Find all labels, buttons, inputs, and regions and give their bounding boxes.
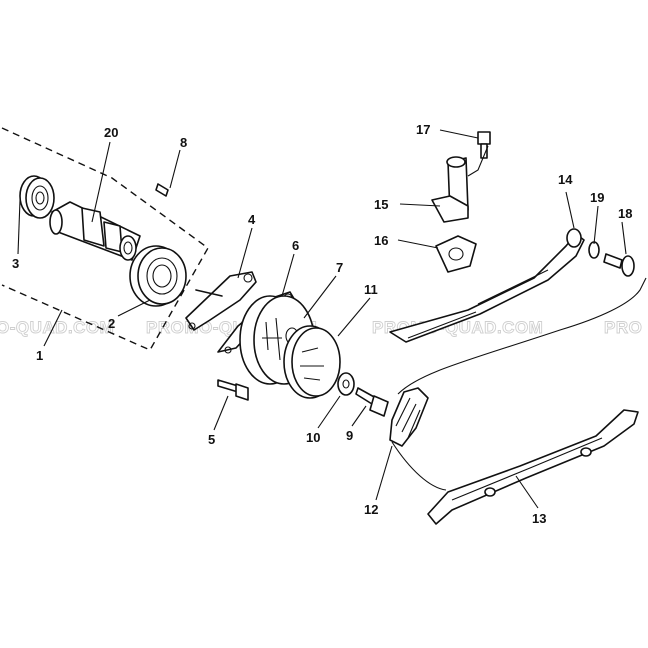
- part-15-tensioner: [431, 145, 489, 223]
- callout-15: 15: [374, 197, 388, 212]
- callout-19: 19: [590, 190, 604, 205]
- part-9-bolt: [355, 387, 389, 417]
- part-4-plate: [185, 271, 257, 331]
- callout-2: 2: [108, 316, 115, 331]
- callout-16: 16: [374, 233, 388, 248]
- callout-9: 9: [346, 428, 353, 443]
- callout-1: 1: [36, 348, 43, 363]
- callout-11: 11: [364, 282, 378, 297]
- part-16-gasket: [435, 235, 477, 273]
- watermark-4: PRO: [604, 318, 642, 337]
- part-19-o-ring: [588, 241, 600, 259]
- part-8-dowel-pin: [155, 183, 169, 197]
- callout-5: 5: [208, 432, 215, 447]
- part-12-cam-chain: [389, 277, 647, 491]
- callout-7: 7: [336, 260, 343, 275]
- part-2-bearing: [129, 245, 187, 307]
- callout-6: 6: [292, 238, 299, 253]
- callout-12: 12: [364, 502, 378, 517]
- part-5-bolt: [217, 379, 249, 401]
- callout-10: 10: [306, 430, 320, 445]
- callout-numbers: 20 8 3 2 1 4 6 7 11 5 10 9 12 13 14 19 1…: [12, 122, 632, 526]
- part-10-washer: [337, 372, 355, 396]
- part-13-chain-guide: [427, 409, 639, 525]
- callout-17: 17: [416, 122, 430, 137]
- callout-13: 13: [532, 511, 546, 526]
- callout-18: 18: [618, 206, 632, 221]
- callout-4: 4: [248, 212, 256, 227]
- part-3-bearing: [19, 175, 55, 219]
- part-20-camshaft: [49, 201, 141, 261]
- callout-8: 8: [180, 135, 187, 150]
- part-14-chain-guide: [389, 228, 585, 343]
- part-17-bolt: [477, 131, 491, 159]
- callout-20: 20: [104, 125, 118, 140]
- callout-3: 3: [12, 256, 19, 271]
- part-18-pivot-bolt: [603, 253, 635, 277]
- callout-14: 14: [558, 172, 573, 187]
- assembly-dashed-outline: [1, 127, 209, 351]
- part-11-plate: [283, 325, 341, 399]
- leader-lines: [17, 129, 627, 509]
